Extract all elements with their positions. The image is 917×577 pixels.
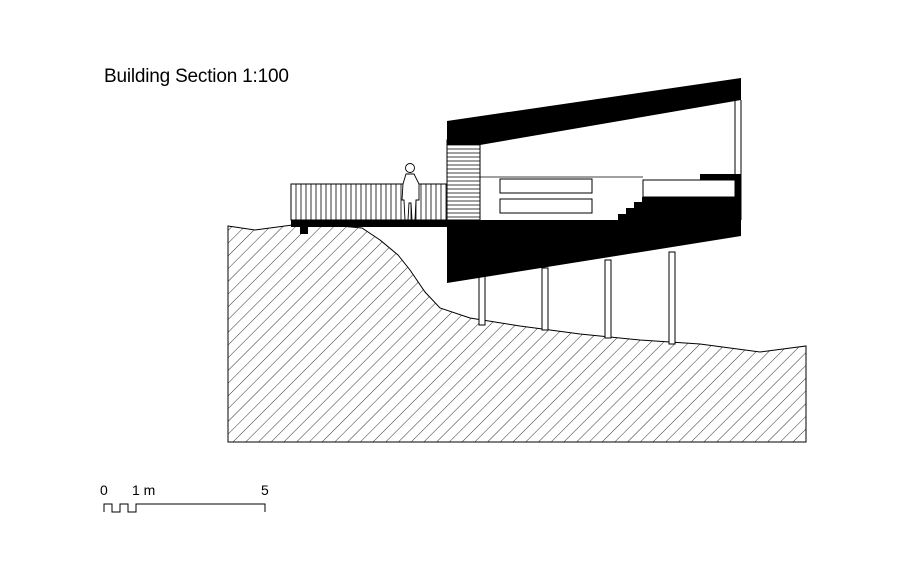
scale-label-0: 0	[100, 482, 108, 498]
scale-label-5: 5	[261, 482, 269, 498]
scale-bar	[103, 503, 266, 513]
deck-slab	[291, 220, 447, 227]
interior-shelves	[499, 178, 593, 214]
column	[478, 274, 486, 326]
shelf	[499, 198, 593, 214]
human-figure	[401, 163, 420, 221]
raised-platform-counter	[642, 179, 736, 198]
shelf	[499, 178, 593, 194]
drawing-title: Building Section 1:100	[104, 66, 289, 87]
column	[604, 259, 612, 339]
platform-wall	[735, 174, 741, 220]
right-glazing	[734, 100, 742, 220]
deck-footing	[300, 226, 308, 234]
interior-stair	[618, 197, 741, 220]
column	[541, 267, 549, 331]
railing-slats	[295, 184, 457, 220]
entry-cladding	[446, 139, 481, 221]
floor-volume	[447, 220, 741, 283]
roof-section	[447, 78, 741, 145]
scale-label-1m: 1 m	[132, 482, 156, 498]
platform-lip	[700, 174, 736, 180]
column	[668, 251, 676, 345]
